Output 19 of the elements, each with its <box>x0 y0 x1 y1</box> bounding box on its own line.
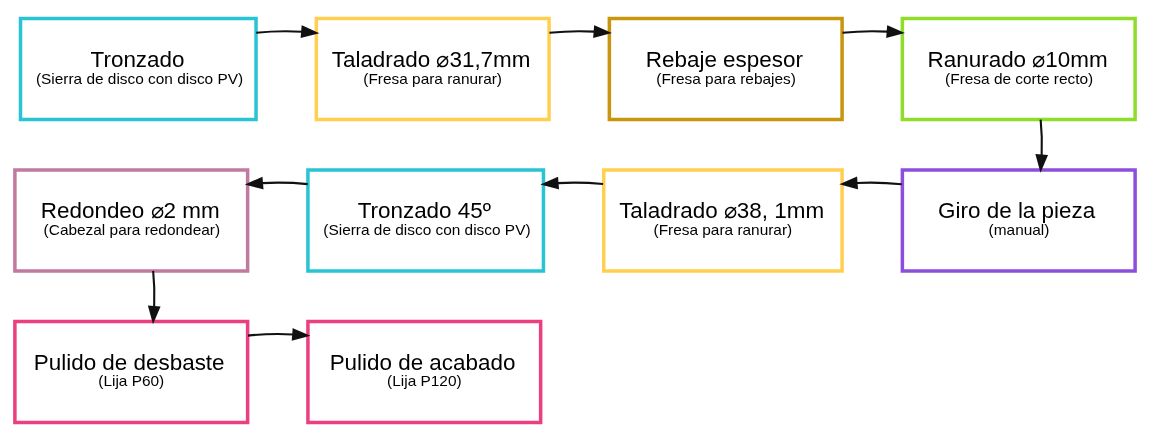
arrow <box>839 176 902 189</box>
arrow <box>247 327 311 341</box>
node-box: Pulido de acabado (Lija P120) <box>306 319 543 424</box>
arrow <box>842 24 905 38</box>
node-box: Redondeo ⌀2 mm (Cabezal para redondear) <box>13 167 250 273</box>
node-box: Taladrado ⌀31,7mm (Fresa para ranurar) <box>314 16 551 121</box>
node-box: Taladrado ⌀38, 1mm (Fresa para ranurar) <box>602 167 844 273</box>
node-box: Tronzado (Sierra de disco con disco PV) <box>18 16 258 121</box>
node-box: Giro de la pieza (manual) <box>900 167 1137 273</box>
arrow <box>1035 118 1049 173</box>
arrow <box>244 176 308 189</box>
node-box: Rebaje espesor (Fresa para rebajes) <box>607 16 844 121</box>
arrow <box>256 24 320 38</box>
node-box: Ranurado ⌀10mm (Fresa de corte recto) <box>900 16 1137 121</box>
arrow <box>540 176 604 189</box>
arrow <box>147 270 161 324</box>
node-box: Pulido de desbaste (Lija P60) <box>13 319 250 424</box>
arrow <box>549 24 612 38</box>
node-box: Tronzado 45º (Sierra de disco con disco PV) <box>306 167 546 273</box>
